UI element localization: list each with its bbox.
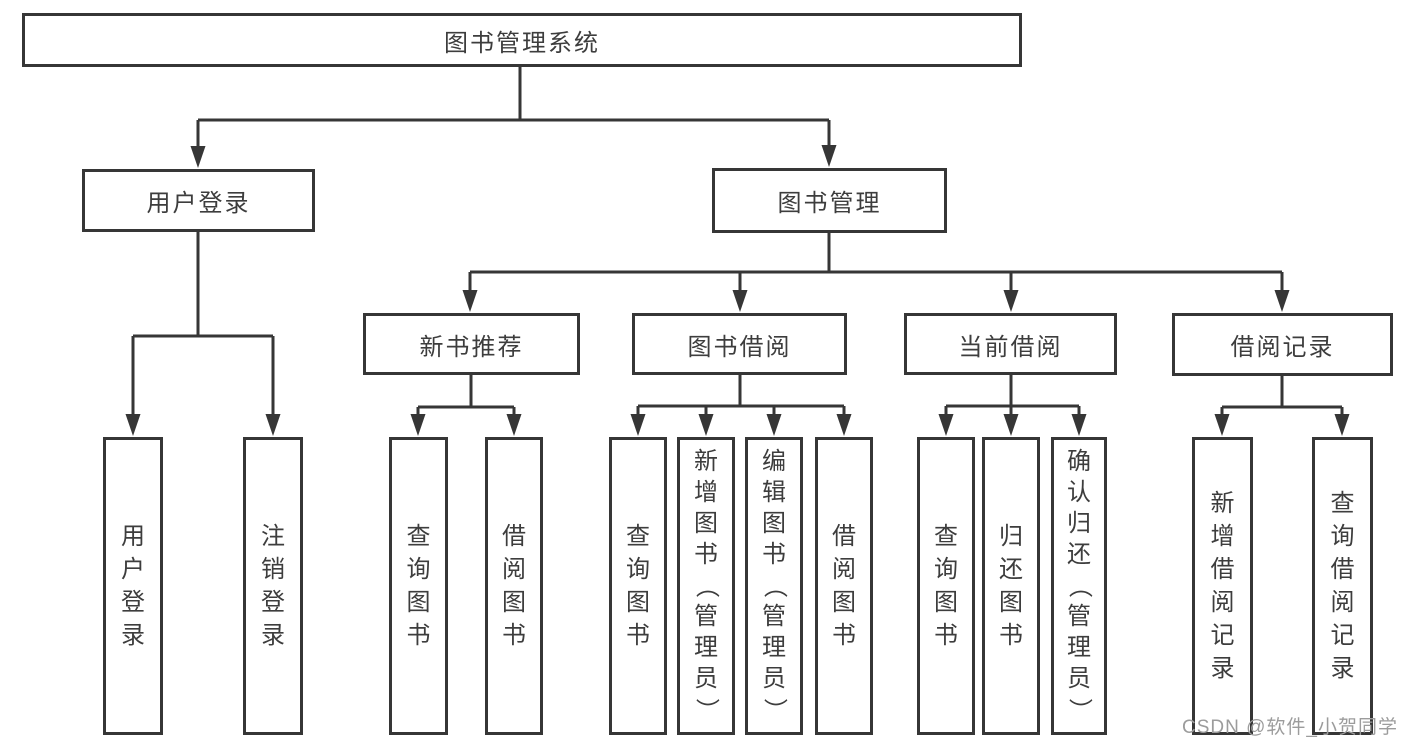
node-current-borrowing: 当前借阅 <box>904 313 1117 375</box>
node-library-management-system: 图书管理系统 <box>22 13 1022 67</box>
node-label: 图书管理系统 <box>444 29 600 57</box>
node-new-book-recommendation: 新书推荐 <box>363 313 580 375</box>
node-label: 新增图书（管理员） <box>693 448 720 723</box>
leaf-return-books: 归还图书 <box>982 437 1040 735</box>
node-label: 图书管理 <box>777 190 882 217</box>
node-label: 新书推荐 <box>419 333 524 361</box>
csdn-watermark: CSDN @软件_小贺同学 <box>1182 717 1398 738</box>
node-borrowing-records: 借阅记录 <box>1172 313 1393 376</box>
leaf-borrow-books-recommend: 借阅图书 <box>485 437 543 735</box>
node-label: 确认归还（管理员） <box>1066 448 1093 723</box>
leaf-borrow-books: 借阅图书 <box>815 437 873 735</box>
node-label: 借阅图书 <box>502 522 526 649</box>
node-label: 用户登录 <box>121 522 145 649</box>
node-label: 查询借阅记录 <box>1330 489 1355 682</box>
node-label: 当前借阅 <box>958 333 1063 361</box>
connector-arrowheads <box>125 145 1350 436</box>
leaf-query-books-current: 查询图书 <box>917 437 975 735</box>
node-label: 查询图书 <box>934 522 958 649</box>
leaf-edit-books-admin: 编辑图书（管理员） <box>745 437 803 735</box>
node-label: 新增借阅记录 <box>1210 489 1235 682</box>
node-label: 借阅图书 <box>832 522 856 649</box>
node-label: 查询图书 <box>406 522 431 649</box>
node-label: 归还图书 <box>999 522 1023 649</box>
node-label: 查询图书 <box>626 522 650 649</box>
leaf-query-books-borrow: 查询图书 <box>609 437 667 735</box>
leaf-add-books-admin: 新增图书（管理员） <box>677 437 735 735</box>
leaf-add-borrow-record: 新增借阅记录 <box>1192 437 1253 735</box>
leaf-logout: 注销登录 <box>243 437 303 735</box>
leaf-confirm-return-admin: 确认归还（管理员） <box>1051 437 1107 735</box>
node-user-login: 用户登录 <box>82 169 315 232</box>
node-book-management: 图书管理 <box>712 168 947 233</box>
node-label: 图书借阅 <box>687 333 792 361</box>
leaf-query-books-recommend: 查询图书 <box>389 437 448 735</box>
node-label: 编辑图书（管理员） <box>761 448 788 723</box>
node-book-borrowing: 图书借阅 <box>632 313 847 375</box>
node-label: 注销登录 <box>261 522 285 649</box>
connector-lines <box>131 67 1344 417</box>
leaf-user-login: 用户登录 <box>103 437 163 735</box>
node-label: 借阅记录 <box>1230 334 1335 361</box>
node-label: 用户登录 <box>146 190 251 217</box>
leaf-query-borrow-record: 查询借阅记录 <box>1312 437 1373 735</box>
